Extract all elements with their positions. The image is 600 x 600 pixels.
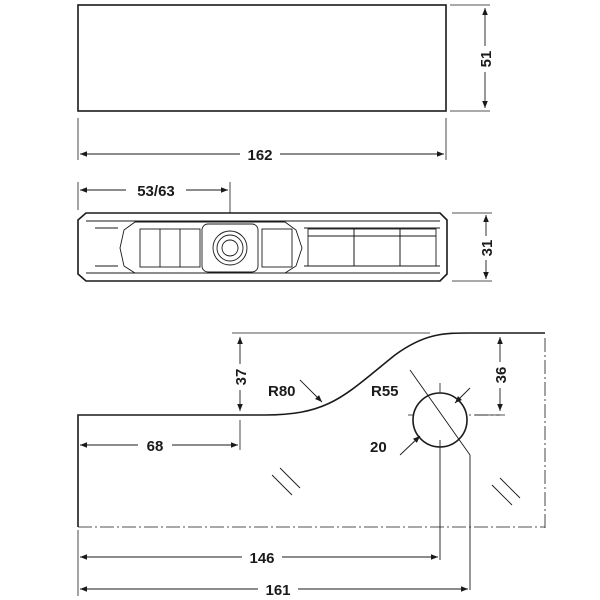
- leader-20: [399, 435, 421, 456]
- bolt-outer-circle: [212, 230, 248, 266]
- bolt-inner-circle: [221, 239, 239, 257]
- side-view: 53/63 31: [77, 180, 496, 282]
- dim-label-161: 161: [265, 582, 290, 599]
- side-view-housing: [119, 221, 303, 274]
- dim-label-162: 162: [247, 147, 272, 164]
- dim-label-53-63: 53/63: [137, 183, 175, 200]
- side-view-body: [77, 212, 448, 282]
- top-view-body: [77, 4, 447, 112]
- top-view: 51 162: [77, 4, 495, 164]
- side-view-boss: [201, 223, 259, 273]
- dim-label-37: 37: [233, 369, 250, 386]
- dim-label-68: 68: [147, 438, 164, 455]
- dim-label-146: 146: [249, 550, 274, 567]
- leader-r55: [409, 369, 471, 456]
- cutout-view: 37 R80 R55 36 20 68 146 161: [77, 332, 546, 599]
- dim-label-51: 51: [478, 51, 495, 68]
- dim-label-31: 31: [479, 240, 496, 257]
- dim-label-20: 20: [370, 439, 387, 456]
- glass-outline: [77, 332, 545, 527]
- dim-label-r55: R55: [371, 383, 399, 400]
- leader-r80: [299, 379, 323, 403]
- dim-label-r80: R80: [268, 383, 296, 400]
- dim-label-36: 36: [493, 367, 510, 384]
